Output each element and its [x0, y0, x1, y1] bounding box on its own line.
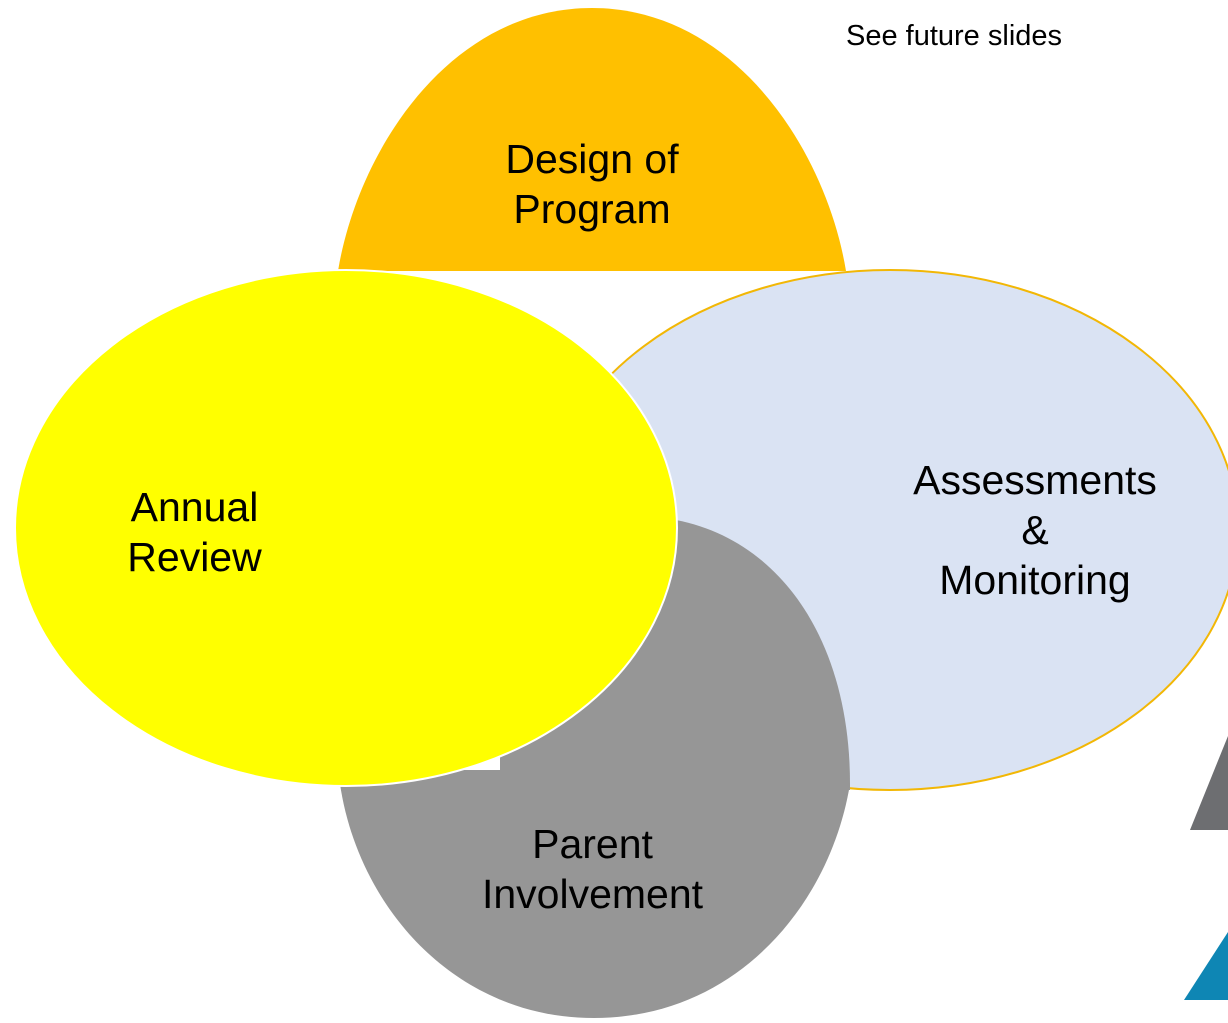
annual-line-2: Review — [127, 534, 262, 580]
design-line-2: Program — [513, 186, 671, 232]
design-line-1: Design of — [505, 136, 679, 182]
design-of-program-label: Design of Program — [452, 134, 732, 234]
annual-review-shape[interactable] — [14, 269, 678, 787]
parent-line-1: Parent — [532, 821, 653, 867]
see-future-slides-note: See future slides — [846, 20, 1063, 52]
parent-involvement-shape[interactable] — [340, 770, 850, 1018]
assess-line-1: Assessments — [913, 457, 1157, 503]
parent-line-2: Involvement — [481, 871, 704, 917]
assessments-monitoring-label: Assessments & Monitoring — [885, 455, 1185, 605]
logo-bottom-triangle — [1184, 932, 1228, 1000]
annual-review-label: Annual Review — [72, 482, 317, 582]
parent-involvement-label: Parent Involvement — [430, 819, 755, 919]
assess-line-3: Monitoring — [939, 557, 1131, 603]
design-of-program-shape[interactable] — [338, 8, 846, 271]
annual-line-1: Annual — [130, 484, 259, 530]
logo-top-triangle — [1190, 736, 1228, 830]
assess-line-2: & — [1021, 507, 1049, 553]
